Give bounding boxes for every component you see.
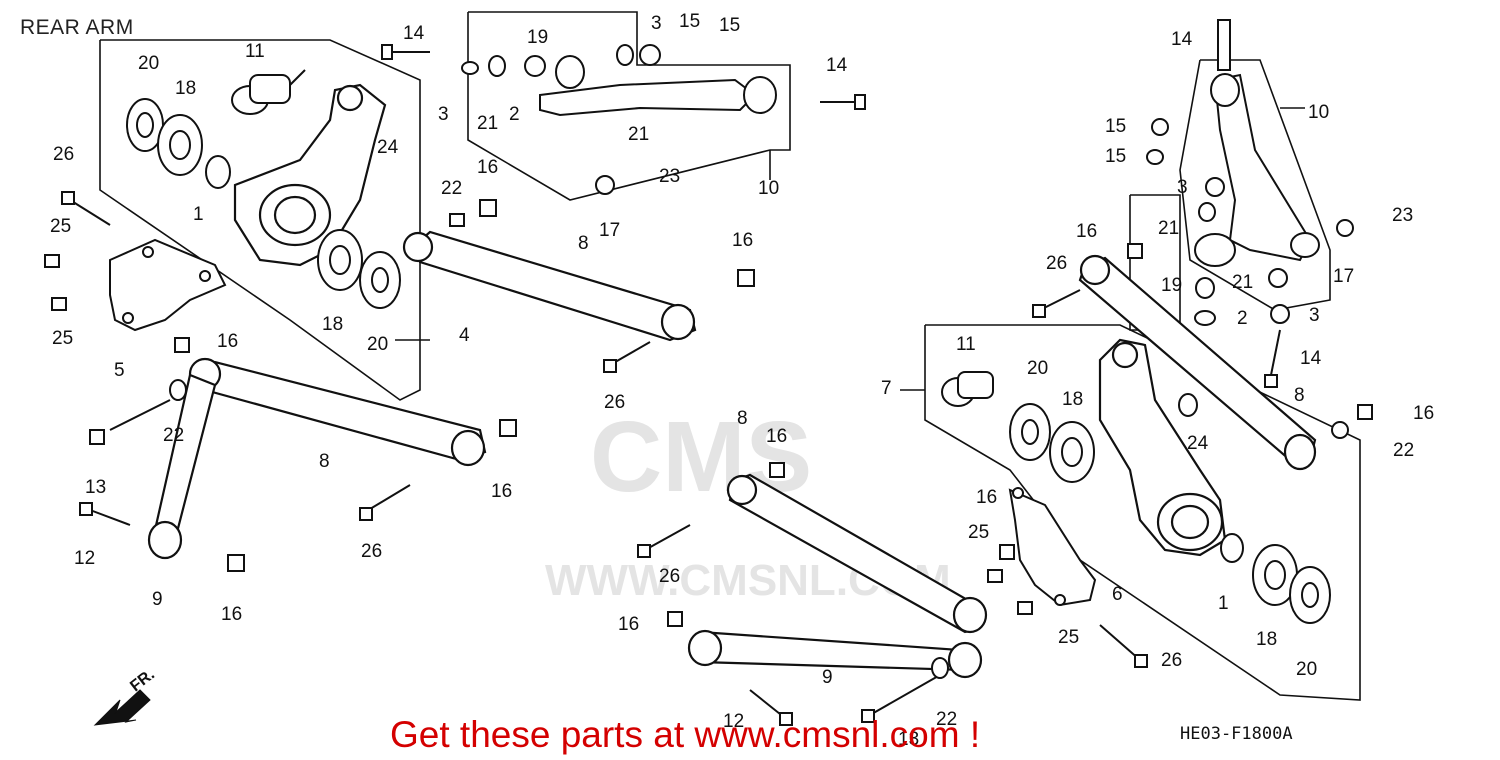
callout-label: 24 — [377, 137, 399, 158]
callout-label: 3 — [651, 13, 662, 34]
callout-label: 15 — [719, 15, 741, 36]
callout-label: 4 — [459, 325, 470, 346]
callout-label: 8 — [578, 233, 589, 254]
callout-label: 16 — [618, 614, 640, 635]
callout-label: 25 — [968, 522, 990, 543]
callout-label: 3 — [438, 104, 449, 125]
bracket-right — [1008, 488, 1097, 607]
callout-label: 1 — [193, 204, 204, 225]
callout-label: 8 — [737, 408, 748, 429]
callout-label: 16 — [1413, 403, 1435, 424]
callout-label: 25 — [1058, 627, 1080, 648]
callout-label: 22 — [163, 425, 185, 446]
callout-label: 5 — [114, 360, 125, 381]
callout-label: 26 — [604, 392, 626, 413]
callout-label: 18 — [322, 314, 344, 335]
callout-label: 20 — [1027, 358, 1049, 379]
callout-label: 16 — [221, 604, 243, 625]
callout-label: 9 — [152, 589, 163, 610]
callout-label: 26 — [361, 541, 383, 562]
callout-label: 16 — [766, 426, 788, 447]
callout-label: 26 — [53, 144, 75, 165]
upper-arm-top — [539, 78, 757, 117]
callout-label: 19 — [527, 27, 549, 48]
callout-label: 10 — [758, 178, 780, 199]
callout-label: 3 — [1309, 305, 1320, 326]
callout-label: 26 — [1046, 253, 1068, 274]
callout-label: 16 — [217, 331, 239, 352]
callout-label: 21 — [1232, 272, 1254, 293]
callout-label: 8 — [1294, 385, 1305, 406]
callout-label: 21 — [1158, 218, 1180, 239]
callout-label: 16 — [1076, 221, 1098, 242]
callout-label: 22 — [936, 709, 958, 730]
callout-label: 13 — [85, 477, 107, 498]
arm-8-lower-left — [198, 360, 487, 462]
diagram-code: HE03-F1800A — [1180, 724, 1293, 744]
callout-label: 25 — [52, 328, 74, 349]
callout-label: 11 — [245, 41, 265, 62]
callout-label: 18 — [175, 78, 197, 99]
frame-top-center — [467, 11, 791, 201]
callout-label: 14 — [403, 23, 425, 44]
callout-label: 20 — [1296, 659, 1318, 680]
callout-label: 21 — [477, 113, 499, 134]
callout-label: 23 — [659, 166, 681, 187]
callout-label: 26 — [1161, 650, 1183, 671]
collar-1-left — [205, 155, 231, 189]
callout-label: 14 — [1171, 29, 1193, 50]
callout-label: 9 — [822, 667, 833, 688]
callout-label: 16 — [732, 230, 754, 251]
callout-label: 17 — [1333, 266, 1355, 287]
callout-label: 20 — [138, 53, 160, 74]
callout-label: 18 — [1256, 629, 1278, 650]
callout-label: 1 — [1218, 593, 1229, 614]
callout-label: 23 — [1392, 205, 1414, 226]
callout-label: 21 — [628, 124, 650, 145]
callout-label: 16 — [976, 487, 998, 508]
collar-1-right — [1220, 533, 1244, 563]
diagram-title: REAR ARM — [20, 16, 134, 39]
callout-label: 15 — [1105, 116, 1127, 137]
callout-label: 10 — [1308, 102, 1330, 123]
callout-label: 7 — [881, 378, 892, 399]
callout-label: 14 — [1300, 348, 1322, 369]
callout-label: 22 — [1393, 440, 1415, 461]
arm-9-center — [698, 630, 967, 672]
callout-label: 18 — [1062, 389, 1084, 410]
callout-label: 26 — [659, 566, 681, 587]
callout-label: 16 — [491, 481, 513, 502]
callout-label: 19 — [1161, 275, 1183, 296]
callout-label: 13 — [898, 729, 920, 750]
direction-arrow — [93, 689, 151, 726]
callout-label: 14 — [826, 55, 848, 76]
bracket-left — [109, 238, 227, 332]
callout-label: 12 — [74, 548, 96, 569]
arm-9-left — [153, 373, 217, 547]
callout-label: 17 — [599, 220, 621, 241]
callout-label: 15 — [679, 11, 701, 32]
callout-label: 12 — [723, 711, 745, 732]
callout-label: 16 — [477, 157, 499, 178]
callout-label: 20 — [367, 334, 389, 355]
callout-label: 15 — [1105, 146, 1127, 167]
arm-8-upper-left — [413, 230, 697, 342]
callout-label: 11 — [956, 334, 976, 355]
callout-label: 25 — [50, 216, 72, 237]
callout-label: 24 — [1187, 433, 1209, 454]
upper-arm-right — [1213, 73, 1312, 262]
callout-label: 2 — [1237, 308, 1248, 329]
callout-label: 22 — [441, 178, 463, 199]
callout-label: 8 — [319, 451, 330, 472]
callout-label: 2 — [509, 104, 520, 125]
get-parts-link[interactable]: Get these parts at www.cmsnl.com ! — [390, 714, 981, 755]
frame-right-upper — [1179, 59, 1331, 311]
frame-left-upper — [99, 39, 421, 401]
arm-8-center — [728, 473, 987, 634]
callout-label: 3 — [1177, 177, 1188, 198]
callout-label: 6 — [1112, 584, 1123, 605]
